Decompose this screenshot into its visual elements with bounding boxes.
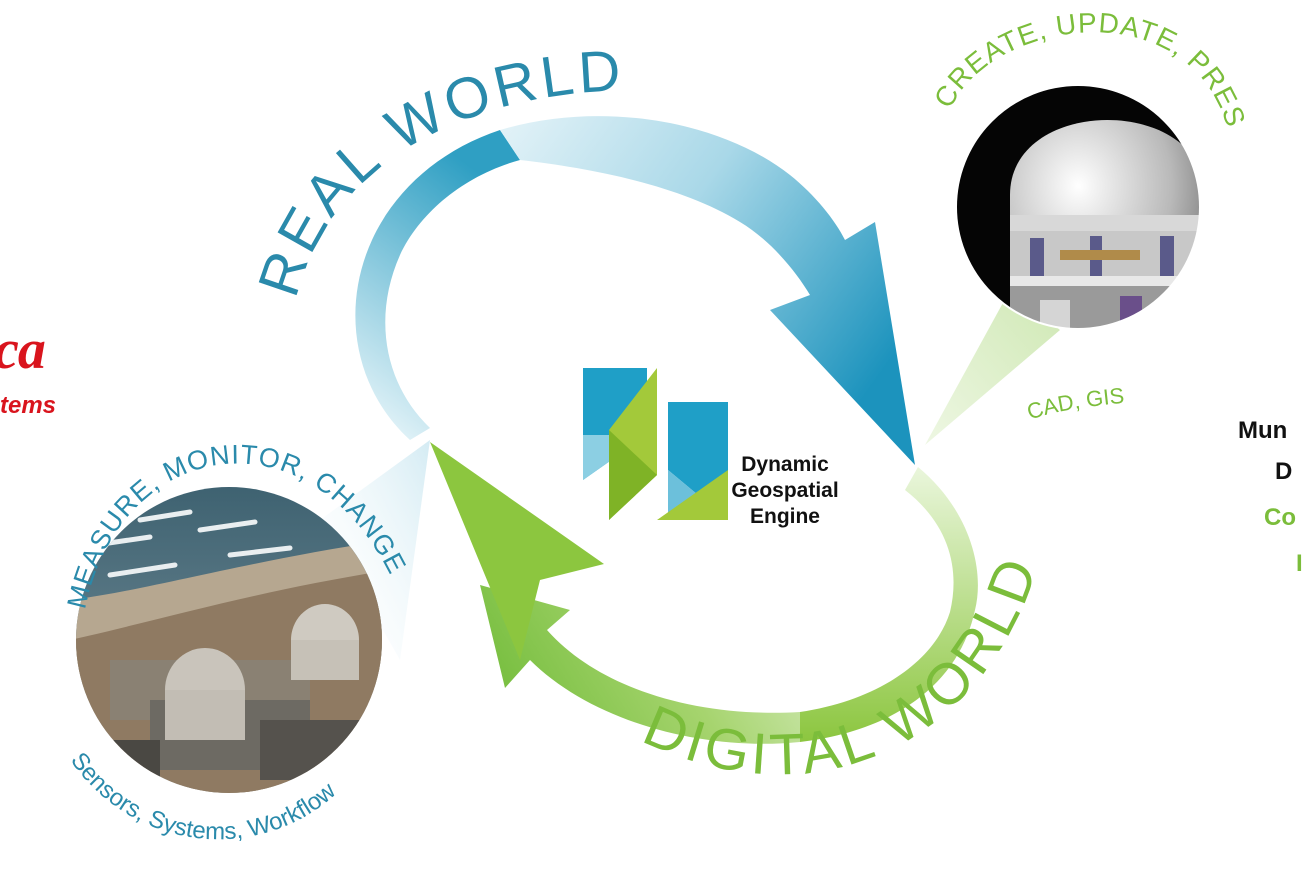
hexagon-logo-icon — [583, 368, 728, 520]
right-text-line-4: I — [1296, 550, 1303, 577]
nuclear-plant-photo — [76, 487, 382, 793]
reactor-cad-render — [956, 85, 1200, 329]
blue-arrow-top-band — [500, 116, 915, 465]
green-beam-to-render — [925, 290, 1060, 445]
engine-line-2: Geospatial — [731, 479, 839, 502]
brand-logo-subtext: tems — [0, 392, 57, 419]
green-arrow-right-band — [800, 467, 978, 742]
brand-logo-mark: ca — [0, 319, 46, 381]
blue-beam-to-photo — [320, 440, 430, 660]
blue-arrow-left-band — [355, 130, 520, 440]
right-text-line-1: Mun — [1238, 417, 1288, 444]
engine-line-3: Engine — [749, 505, 820, 528]
green-arrow-head — [430, 442, 604, 660]
cad-gis-label: CAD, GIS — [1024, 383, 1125, 425]
engine-caption: Dynamic Geospatial Engine — [690, 452, 880, 530]
digital-world-label: DIGITAL WORLD — [635, 547, 1052, 788]
engine-line-1: Dynamic — [741, 453, 829, 476]
right-text-line-3: Co — [1264, 504, 1296, 531]
right-text-line-2: D — [1275, 458, 1293, 485]
